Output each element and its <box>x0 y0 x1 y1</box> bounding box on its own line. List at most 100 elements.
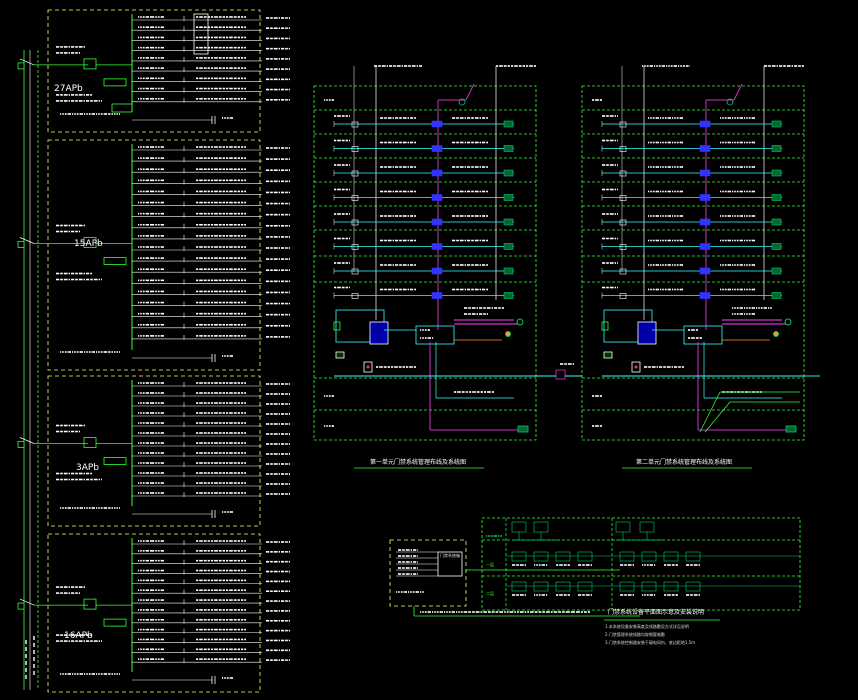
riser-caption-2: 第二单元门禁系统管理布线及系统图 <box>636 458 732 466</box>
riser-caption-1: 第一单元门禁系统管理布线及系统图 <box>370 458 466 466</box>
door-controller-icon <box>503 243 514 250</box>
antenna-icon <box>726 98 734 106</box>
antenna-icon <box>458 98 466 106</box>
note-line-3: 3.门禁系统控制器安装于弱电间内，底边距地1.5m <box>605 639 695 645</box>
panel-rating-2: 15APb <box>74 239 103 249</box>
door-controller-icon <box>503 267 514 275</box>
reader-box <box>619 293 627 299</box>
controller-box-label: 门禁系统箱 <box>440 552 460 558</box>
feeder-wire <box>19 237 35 244</box>
junction-box <box>699 292 711 299</box>
device-icon <box>663 551 679 562</box>
intercom-icon <box>516 318 524 326</box>
reader-box <box>619 195 627 201</box>
junction-box <box>431 194 443 201</box>
door-controller-icon <box>771 145 782 152</box>
note-line-2: 2.门禁管理系统线路均穿钢管暗敷 <box>605 631 665 637</box>
feeder-wire <box>19 58 35 66</box>
junction-box <box>699 145 711 152</box>
panel-rating-3: 3APb <box>76 463 99 473</box>
door-controller-icon <box>771 243 782 250</box>
junction-box <box>431 267 443 275</box>
reader-box <box>619 268 627 275</box>
lock-indicator <box>366 365 370 369</box>
note-line-1: 1.本系统设备安装高度及线路敷设方式详见说明 <box>605 623 689 629</box>
device-icon <box>619 581 635 592</box>
meter-cabinet <box>193 13 209 55</box>
device-icon <box>639 521 655 533</box>
diag-cable <box>704 401 731 433</box>
door-controller-icon <box>503 145 514 152</box>
reader-box <box>351 268 359 275</box>
terminal-node <box>17 602 25 610</box>
terminal-node <box>17 62 25 70</box>
device-icon <box>555 581 571 592</box>
door-controller-icon <box>771 218 782 226</box>
diag-cable <box>699 391 721 433</box>
terminal-node <box>17 441 25 448</box>
junction-box <box>431 243 443 250</box>
device-icon <box>663 581 679 592</box>
device-icon <box>511 521 527 533</box>
intercom-icon <box>784 318 792 326</box>
breaker-symbol <box>83 237 97 248</box>
panel-frame <box>47 375 261 527</box>
device-icon <box>555 551 571 562</box>
floor-row-label-1: 一层 <box>486 561 494 567</box>
door-controller-icon <box>503 120 514 128</box>
door-controller-icon <box>517 425 529 433</box>
device-icon <box>685 581 701 592</box>
feeder-wire <box>19 437 35 444</box>
riser-diagrams <box>313 65 820 469</box>
controller-box <box>415 325 455 345</box>
device-icon <box>685 551 701 562</box>
reader-box <box>351 293 359 299</box>
reader-box <box>351 244 359 250</box>
door-controller-icon <box>771 120 782 128</box>
reader-box <box>619 219 627 226</box>
device-icon <box>533 581 549 592</box>
device-icon <box>615 521 631 533</box>
door-controller-icon <box>771 267 782 275</box>
junction-box <box>431 292 443 299</box>
power-supply-box <box>603 351 613 359</box>
device-icon <box>511 551 527 562</box>
power-supply-box <box>335 351 345 359</box>
meter-box <box>103 257 127 265</box>
junction-box <box>699 169 711 177</box>
device-icon <box>619 551 635 562</box>
junction-box <box>699 120 711 128</box>
reader-box <box>619 244 627 250</box>
junction-box <box>699 267 711 275</box>
junction-box <box>431 169 443 177</box>
reader-box <box>351 195 359 201</box>
device-icon <box>641 581 657 592</box>
reader-box <box>619 121 627 128</box>
floor-row-label-2: 二层 <box>486 590 494 596</box>
breaker-symbol <box>83 437 97 448</box>
device-icon <box>577 581 593 592</box>
junction-box <box>699 218 711 226</box>
panel-frame <box>47 139 261 371</box>
riser-frame <box>313 85 537 441</box>
bus-cable <box>465 83 475 101</box>
device-icon <box>641 551 657 562</box>
controller-box <box>683 325 723 345</box>
reader-box <box>351 121 359 128</box>
panel-rating-4: 16APb <box>64 631 93 641</box>
device-icon <box>533 551 549 562</box>
door-controller-icon <box>503 194 514 201</box>
junction-box <box>431 145 443 152</box>
device-icon <box>577 551 593 562</box>
meter-box <box>111 103 133 113</box>
system-detail <box>389 517 801 621</box>
junction-box <box>431 120 443 128</box>
door-controller-icon <box>503 218 514 226</box>
legend-title: 门禁系统设备平面图示意及安装说明 <box>608 608 704 616</box>
door-controller-icon <box>503 292 514 299</box>
breaker-symbol <box>83 58 97 70</box>
door-controller-icon <box>785 425 797 433</box>
door-controller-icon <box>771 292 782 299</box>
terminal-node <box>17 241 25 248</box>
server-icon <box>637 321 657 345</box>
